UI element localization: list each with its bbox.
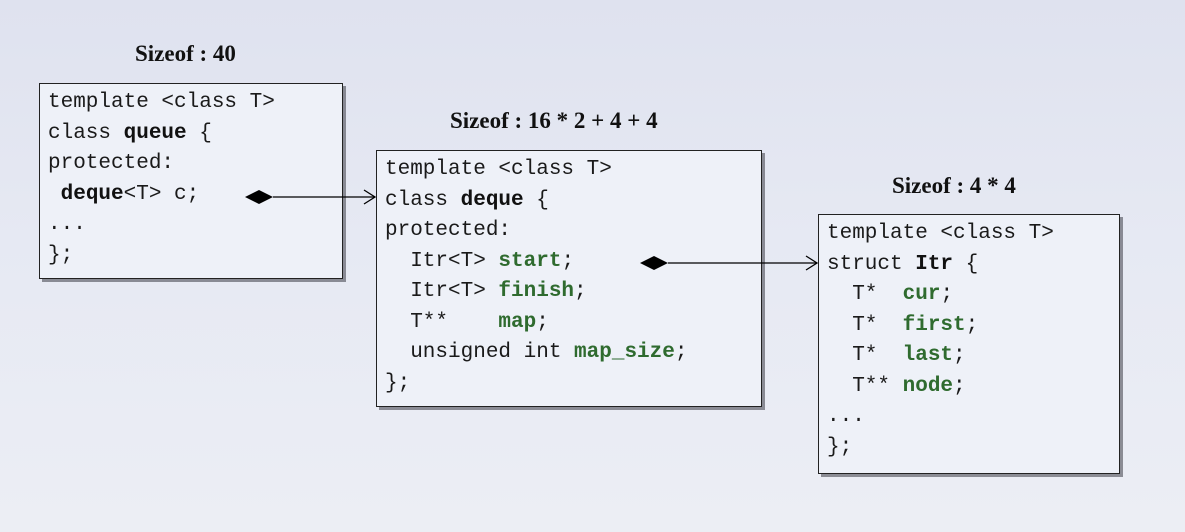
code-line: }; — [385, 371, 411, 395]
itr-struct-box: template <class T> struct Itr { T* cur; … — [818, 214, 1120, 474]
queue-to-deque-arrow — [245, 189, 377, 205]
deque-to-itr-arrow — [640, 255, 819, 271]
brace: { — [186, 121, 212, 145]
code-line: unsigned int map_size; — [385, 338, 753, 369]
semicolon: ; — [953, 374, 966, 398]
composition-diamond-icon — [640, 256, 668, 270]
member-name: node — [902, 374, 954, 398]
member-rest: <T> c; — [123, 182, 200, 206]
semicolon: ; — [536, 310, 549, 334]
code-line: class deque { — [385, 186, 753, 217]
member-name: finish — [498, 280, 575, 303]
code-line: T** node; — [827, 372, 1111, 403]
member-name: start — [498, 249, 562, 273]
class-name: deque — [460, 188, 524, 212]
member-type: T** — [385, 310, 499, 334]
itr-sizeof-title: Sizeof : 4 * 4 — [892, 173, 1016, 198]
keyword: class — [385, 188, 461, 212]
deque-class-box: template <class T> class deque { protect… — [376, 150, 762, 407]
code-line: T* cur; — [827, 280, 1111, 311]
semicolon: ; — [940, 283, 954, 306]
code-line: template <class T> — [827, 222, 1054, 245]
code-line: Itr<T> finish; — [385, 277, 753, 308]
code-line: T* last; — [827, 341, 1111, 372]
keyword: struct — [827, 252, 916, 276]
code-line: deque<T> c; — [48, 180, 334, 211]
member-name: map_size — [574, 341, 675, 364]
code-line: ... — [827, 405, 865, 428]
arrowhead-icon — [805, 255, 819, 271]
member-type: Itr<T> — [385, 249, 499, 273]
member-name: cur — [902, 283, 941, 306]
code-line: template <class T> — [48, 91, 275, 114]
deque-sizeof-title: Sizeof : 16 * 2 + 4 + 4 — [450, 108, 658, 133]
code-line: T* first; — [827, 311, 1111, 342]
code-line: protected: — [385, 219, 512, 242]
member-type: Itr<T> — [385, 280, 499, 303]
member-type: T** — [827, 374, 903, 398]
member-type: unsigned int — [385, 341, 575, 364]
arrowhead-icon — [363, 189, 377, 205]
queue-class-box: template <class T> class queue { protect… — [39, 83, 343, 279]
member-name: last — [902, 344, 954, 367]
brace: { — [953, 252, 979, 276]
member-type: deque — [60, 182, 124, 206]
semicolon: ; — [574, 280, 587, 303]
code-line: }; — [48, 243, 74, 267]
semicolon: ; — [561, 249, 575, 273]
brace: { — [523, 188, 549, 212]
code-line: T** map; — [385, 308, 753, 339]
member-type: T* — [827, 344, 903, 367]
composition-diamond-icon — [245, 190, 273, 204]
member-name: first — [902, 313, 966, 337]
code-line: class queue { — [48, 119, 334, 150]
member-type: T* — [827, 313, 903, 337]
struct-name: Itr — [915, 252, 954, 276]
semicolon: ; — [965, 313, 979, 337]
code-line: }; — [827, 435, 853, 459]
member-type: T* — [827, 283, 903, 306]
code-line: struct Itr { — [827, 250, 1111, 281]
code-line: template <class T> — [385, 158, 612, 181]
semicolon: ; — [953, 344, 966, 367]
keyword: class — [48, 121, 124, 145]
code-line: Itr<T> start; — [385, 247, 753, 278]
code-line: ... — [48, 213, 86, 236]
member-name: map — [498, 310, 537, 334]
code-line: protected: — [48, 152, 175, 175]
class-name: queue — [123, 121, 187, 145]
semicolon: ; — [674, 341, 688, 364]
queue-sizeof-title: Sizeof : 40 — [135, 41, 236, 66]
